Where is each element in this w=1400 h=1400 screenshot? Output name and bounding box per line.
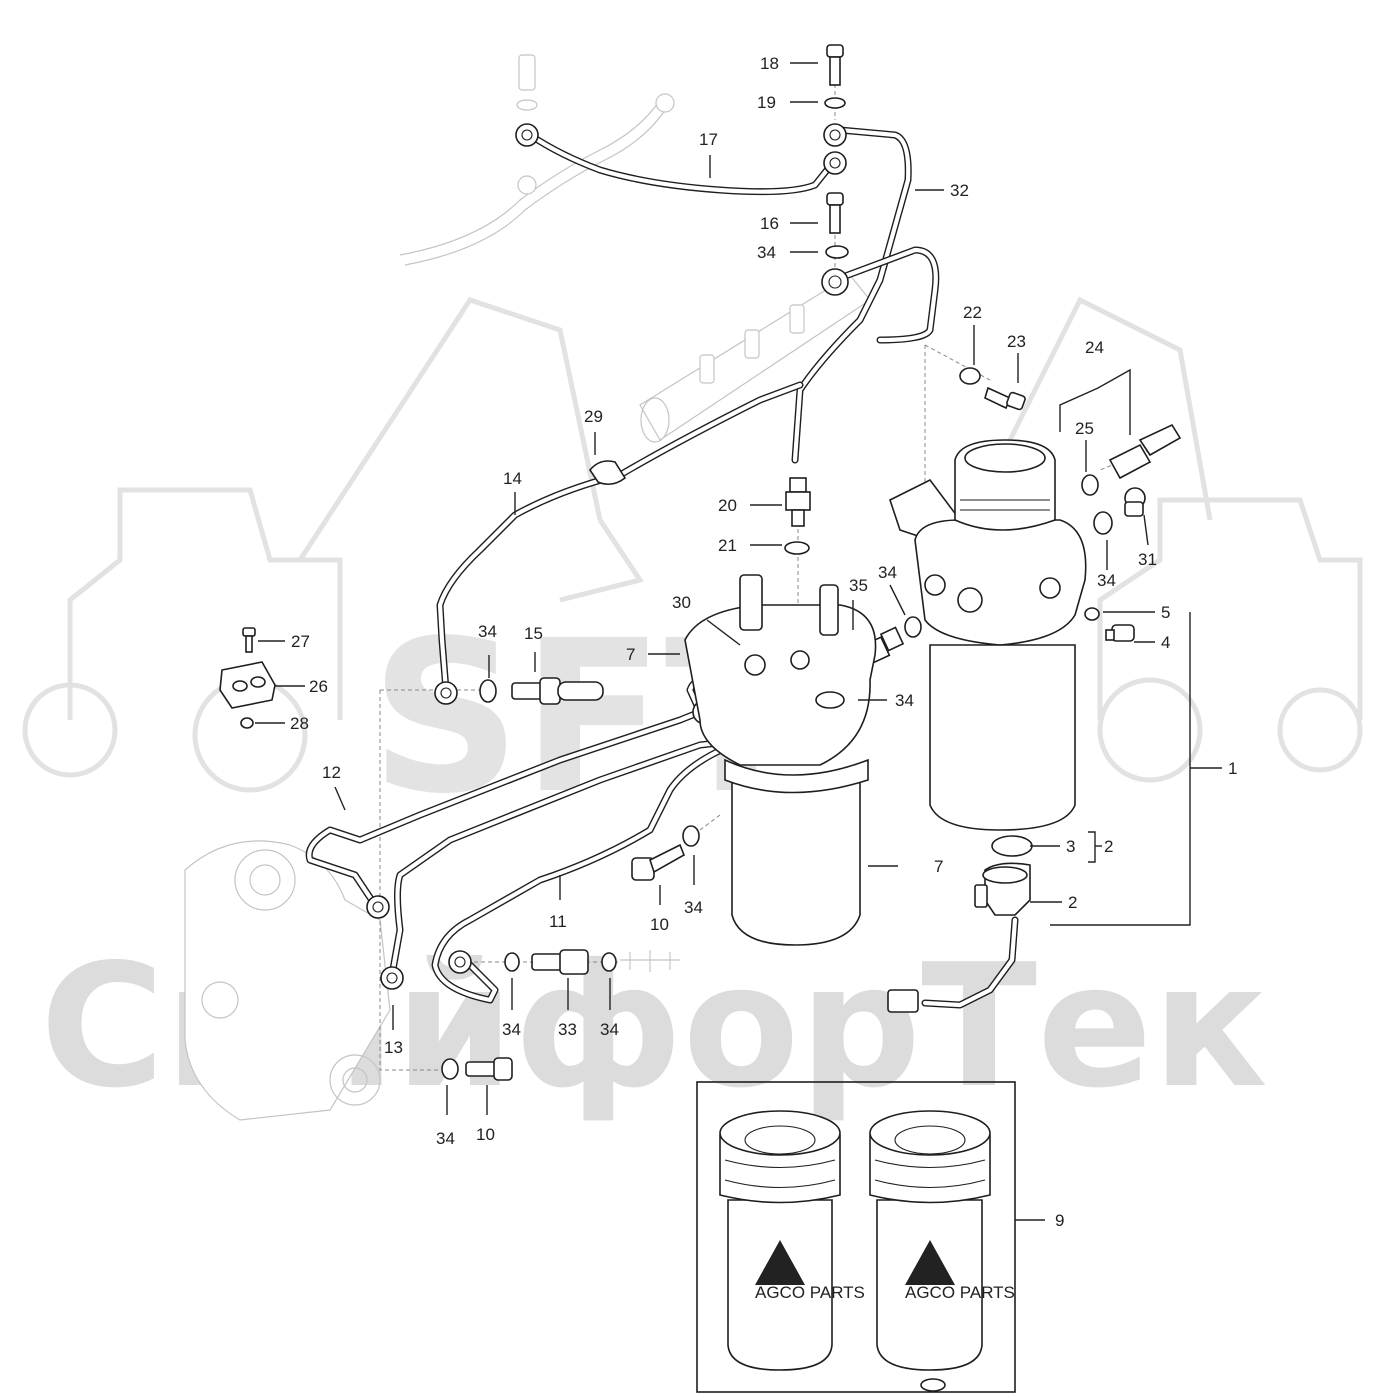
callout-17: 17 [699, 130, 718, 149]
callout-34-filter: 34 [895, 691, 914, 710]
callout-23: 23 [1007, 332, 1026, 351]
filter-left-label: AGCO PARTS [755, 1283, 865, 1302]
filter-right-label: AGCO PARTS [905, 1283, 1015, 1302]
callout-11: 11 [549, 912, 567, 931]
callout-12: 12 [322, 763, 341, 782]
callout-34-bottom-b: 34 [600, 1020, 619, 1039]
agco-logo-icon [755, 1240, 805, 1285]
callout-7-bowl: 7 [934, 857, 943, 876]
filter-cartridge-left: AGCO PARTS [719, 1110, 865, 1371]
callout-34-top: 34 [757, 243, 776, 262]
context-return-line [399, 54, 675, 266]
filter-cartridge-right: AGCO PARTS [869, 1110, 1015, 1371]
callout-19: 19 [757, 93, 776, 112]
fuel-filter-left [684, 574, 877, 946]
callout-15: 15 [524, 624, 543, 643]
callout-27: 27 [291, 632, 310, 651]
callout-34-bottom-left: 34 [436, 1129, 455, 1148]
agco-logo-icon [905, 1240, 955, 1285]
filter-kit-box: AGCO PARTS AGCO PARTS [696, 1081, 1016, 1393]
callout-9: 9 [1055, 1211, 1064, 1230]
callout-2-bracket: 2 [1104, 837, 1113, 856]
hardware [219, 44, 1182, 1081]
callout-28: 28 [290, 714, 309, 733]
watermark-machinery-outline [22, 296, 1363, 793]
fuel-filter-right [889, 439, 1087, 831]
callout-21: 21 [718, 536, 737, 555]
callout-26: 26 [309, 677, 328, 696]
callout-34-hollow-screw: 34 [478, 622, 497, 641]
callout-29: 29 [584, 407, 603, 426]
callout-1: 1 [1228, 759, 1237, 778]
callout-7-top: 7 [626, 645, 635, 664]
callout-13: 13 [384, 1038, 403, 1057]
callout-20: 20 [718, 496, 737, 515]
callout-35: 35 [849, 576, 868, 595]
callout-5: 5 [1161, 603, 1170, 622]
callout-30: 30 [672, 593, 691, 612]
callout-16: 16 [760, 214, 779, 233]
callout-25: 25 [1075, 419, 1094, 438]
callout-24: 24 [1085, 338, 1104, 357]
callout-34-bottom-a: 34 [502, 1020, 521, 1039]
callout-32: 32 [950, 181, 969, 200]
callout-14: 14 [503, 469, 522, 488]
callout-4: 4 [1161, 633, 1170, 652]
water-sensor [887, 862, 1031, 1013]
callout-3: 3 [1066, 837, 1075, 856]
callout-2-sensor: 2 [1068, 893, 1077, 912]
leader-lines [255, 62, 1222, 1221]
context-fuel-pump [184, 840, 680, 1121]
callout-34-valve: 34 [878, 563, 897, 582]
common-rail [639, 274, 871, 443]
callout-18: 18 [760, 54, 779, 73]
callout-22: 22 [963, 303, 982, 322]
callout-10-bottom: 10 [476, 1125, 495, 1144]
callout-33: 33 [558, 1020, 577, 1039]
callout-34-right: 34 [1097, 571, 1116, 590]
callout-31: 31 [1138, 550, 1157, 569]
callout-labels: 18 19 17 16 34 32 29 14 20 21 30 7 35 34… [290, 54, 1237, 1230]
callout-34-middle: 34 [684, 898, 703, 917]
callout-10-middle: 10 [650, 915, 669, 934]
